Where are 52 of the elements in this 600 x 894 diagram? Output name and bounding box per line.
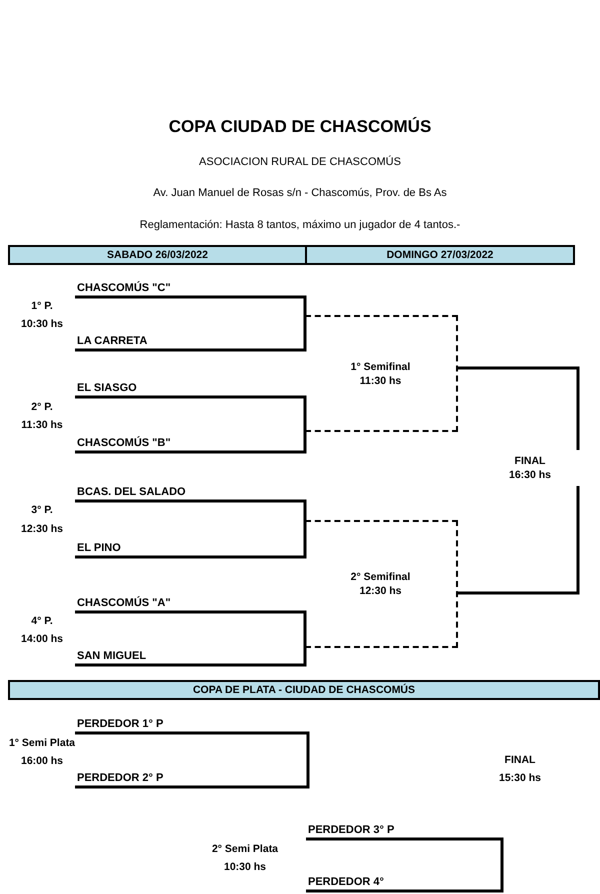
match-time: 16:30 hs	[508, 469, 552, 481]
bracket-line	[75, 315, 306, 352]
team-name: EL PINO	[75, 541, 305, 557]
match-info: 14:00 hs	[20, 632, 64, 646]
team-name: PERDEDOR 4°	[306, 875, 505, 891]
match-info: 3° P.	[31, 503, 53, 517]
header-cell: SABADO 26/03/2022	[8, 245, 307, 265]
team-name: BCAS. DEL SALADO	[75, 485, 305, 501]
match-info: 4° P.	[31, 614, 53, 628]
match-time: 11:30 hs	[360, 374, 402, 386]
bracket-line	[75, 520, 306, 558]
semifinal-bracket	[305, 520, 458, 648]
subtitle-text: ASOCIACION RURAL DE CHASCOMÚS	[199, 155, 401, 169]
match-info: 10:30 hs	[224, 860, 266, 874]
bracket-line	[458, 486, 580, 594]
match-info: 10:30 hs	[20, 317, 64, 331]
match-info: 2° Semi Plata	[212, 842, 278, 856]
semifinal-bracket	[305, 315, 458, 432]
bracket-line	[458, 366, 580, 450]
bracket-line	[75, 432, 306, 454]
team-name: EL SIASGO	[75, 381, 305, 397]
team-name: CHASCOMÚS "A"	[75, 596, 305, 612]
bracket-line	[75, 732, 310, 788]
team-name: CHASCOMÚS "B"	[75, 436, 305, 452]
match-info: 12:30 hs	[20, 522, 64, 536]
bracket-line	[75, 500, 306, 520]
match-info: 1° P.	[31, 299, 53, 313]
match-info: 11:30 hs	[21, 418, 63, 432]
match-info: FINAL	[504, 753, 536, 767]
team-name: PERDEDOR 3° P	[306, 823, 505, 839]
match-info: 2° P.	[31, 400, 53, 414]
bracket-line	[306, 838, 504, 892]
team-name: SAN MIGUEL	[75, 649, 305, 665]
team-name: CHASCOMÚS "C"	[75, 281, 305, 297]
header-cell: COPA DE PLATA - CIUDAD DE CHASCOMÚS	[8, 680, 600, 700]
match-info: 1° Semi Plata	[8, 736, 76, 750]
team-name: PERDEDOR 2° P	[75, 771, 305, 787]
bracket-line	[75, 296, 306, 315]
bracket-line	[75, 610, 306, 648]
bracket-line	[75, 396, 306, 432]
match-info: 16:00 hs	[20, 754, 64, 768]
round-name: FINAL	[514, 455, 546, 467]
match-time: 12:30 hs	[359, 585, 402, 597]
team-name: LA CARRETA	[75, 334, 305, 350]
subtitle-text: Av. Juan Manuel de Rosas s/n - Chascomús, Prov. de Bs As	[153, 186, 447, 200]
round-name: 2° Semifinal	[350, 571, 410, 583]
subtitle-text: Reglamentación: Hasta 8 tantos, máximo un jugador de 4 tantos.-	[140, 218, 460, 232]
title: COPA CIUDAD DE CHASCOMÚS	[168, 117, 432, 137]
round-name: 1° Semifinal	[350, 360, 410, 372]
team-name: PERDEDOR 1° P	[75, 717, 305, 733]
match-info: 15:30 hs	[498, 771, 542, 785]
header-cell: DOMINGO 27/03/2022	[305, 245, 575, 265]
